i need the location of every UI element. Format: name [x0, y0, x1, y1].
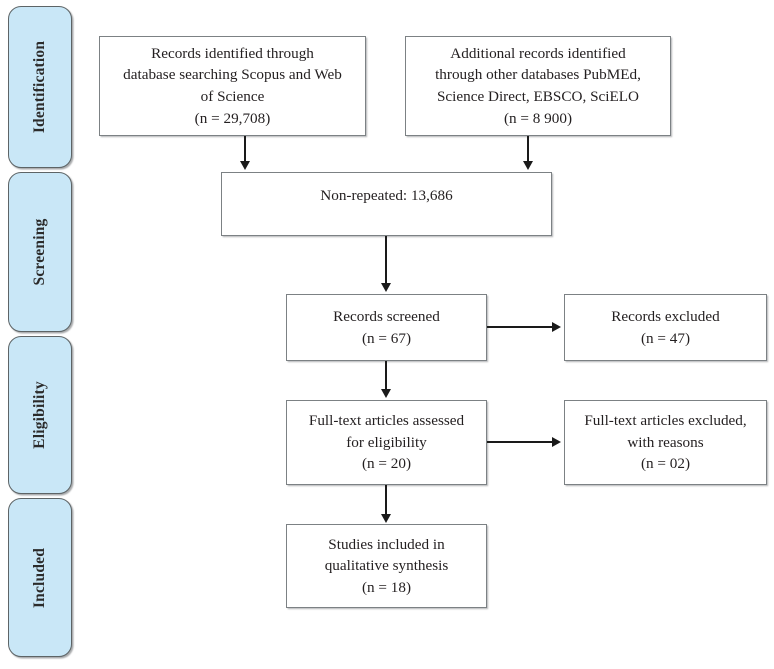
stage-tab-eligibility[interactable]: Eligibility [8, 336, 72, 494]
stage-tab-identification[interactable]: Identification [8, 6, 72, 168]
box-additional-records-other-databases: Additional records identified through ot… [405, 36, 671, 136]
box-non-repeated: Non-repeated: 13,686 [221, 172, 552, 236]
box-records-excluded: Records excluded (n = 47) [564, 294, 767, 361]
box-text-records-identified-database: Records identified through database sear… [123, 44, 342, 127]
box-full-text-excluded: Full-text articles excluded, with reason… [564, 400, 767, 485]
stage-tab-label-included: Included [31, 547, 48, 608]
connector-line-fulltext-to-included [385, 485, 388, 516]
connector-line-screened-to-fulltext [385, 361, 388, 391]
stage-tab-label-screening: Screening [31, 218, 48, 286]
connector-line-fulltext-to-excluded [487, 441, 553, 444]
box-records-identified-database: Records identified through database sear… [99, 36, 366, 136]
connector-arrow-nonrepeated-to-screened [380, 283, 391, 292]
connector-line-db-to-nonrepeated [244, 136, 247, 163]
box-studies-included: Studies included in qualitative synthesi… [286, 524, 487, 608]
box-text-records-screened: Records screened (n = 67) [333, 307, 440, 347]
box-records-screened: Records screened (n = 67) [286, 294, 487, 361]
box-text-non-repeated: Non-repeated: 13,686 [320, 187, 453, 204]
connector-arrow-db-to-nonrepeated [239, 161, 250, 170]
connector-arrow-other-to-nonrepeated [522, 161, 533, 170]
connector-line-other-to-nonrepeated [527, 136, 530, 163]
connector-line-nonrepeated-to-screened [385, 236, 388, 285]
box-text-studies-included: Studies included in qualitative synthesi… [324, 535, 449, 596]
connector-arrow-fulltext-to-included [380, 514, 391, 523]
stage-tab-included[interactable]: Included [8, 498, 72, 657]
connector-arrow-screened-to-fulltext [380, 389, 391, 398]
box-text-full-text-assessed: Full-text articles assessed for eligibil… [308, 412, 465, 473]
box-text-full-text-excluded: Full-text articles excluded, with reason… [584, 412, 747, 473]
connector-line-screened-to-excluded [487, 326, 553, 329]
stage-tab-screening[interactable]: Screening [8, 172, 72, 332]
connector-arrow-screened-to-excluded [552, 321, 561, 332]
stage-tab-label-identification: Identification [31, 40, 48, 134]
box-full-text-assessed: Full-text articles assessed for eligibil… [286, 400, 487, 485]
stage-tab-label-eligibility: Eligibility [31, 381, 48, 449]
box-text-additional-records-other-databases: Additional records identified through ot… [435, 44, 641, 127]
box-text-records-excluded: Records excluded (n = 47) [611, 307, 720, 347]
connector-arrow-fulltext-to-excluded [552, 436, 561, 447]
